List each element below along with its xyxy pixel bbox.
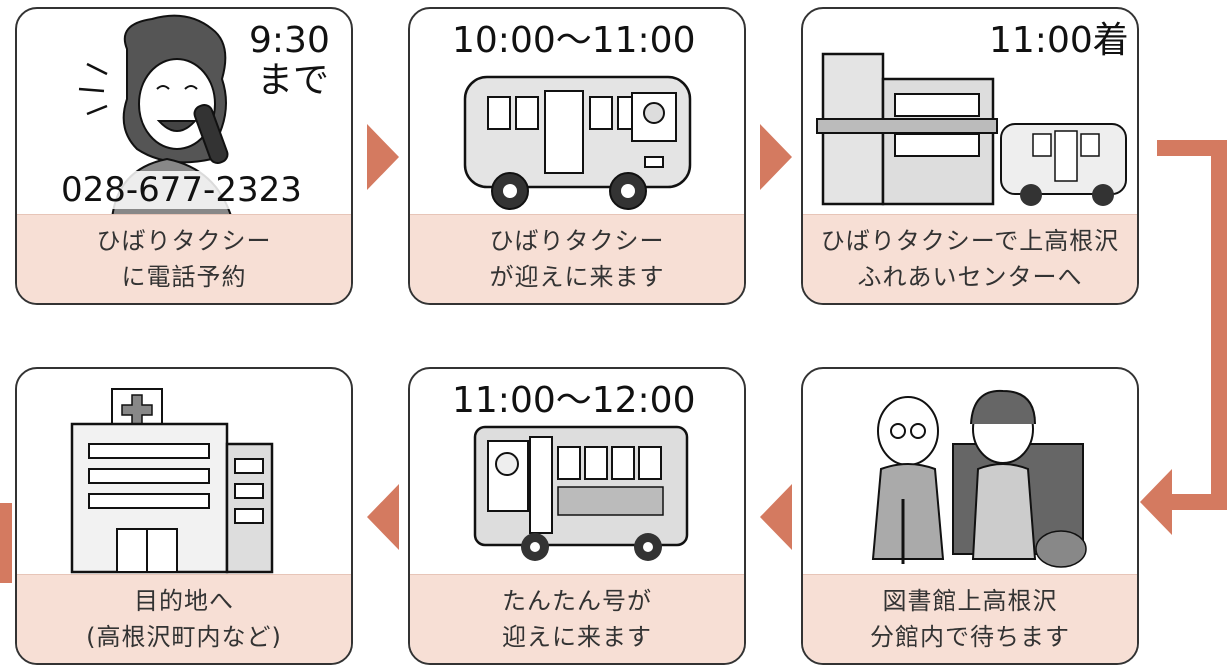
step-caption: ひばりタクシーで上高根沢 ふれあいセンターへ <box>803 214 1137 303</box>
caption-line-1: 目的地へ <box>134 587 234 615</box>
pickup-time-range: 10:00～11:00 <box>452 20 696 61</box>
arrow-left-icon <box>760 484 792 550</box>
caption-line-1: たんたん号が <box>502 587 652 615</box>
step-card-bus-pickup: 11:00～12:00 たんたん号が 迎えに来ます <box>408 367 746 665</box>
caption-line-2: 迎えに来ます <box>502 623 652 651</box>
bus-time-range: 11:00～12:00 <box>452 380 696 421</box>
step-card-arrival: 11:00着 ひばりタクシーで上高根沢 ふれあいセンターへ <box>801 7 1139 305</box>
arrow-right-icon <box>367 124 399 190</box>
taxi-illustration <box>410 9 744 219</box>
step-card-phone-reservation: 9:30 まで 028-677-2323 ひばりタクシー に電話予約 <box>15 7 353 305</box>
caption-line-2: ふれあいセンターへ <box>857 263 1083 291</box>
phone-number: 028-677-2323 <box>57 171 306 209</box>
building-and-taxi-illustration <box>803 9 1137 219</box>
caption-line-2: (高根沢町内など) <box>86 623 282 651</box>
arrow-left-icon <box>367 484 399 550</box>
reservation-deadline-suffix: まで <box>257 60 330 101</box>
step-caption: ひばりタクシー が迎えに来ます <box>410 214 744 303</box>
step-card-wait-at-library: 図書館上高根沢 分館内で待ちます <box>801 367 1139 665</box>
caption-line-1: ひばりタクシー <box>489 227 665 255</box>
step-card-destination: 目的地へ (高根沢町内など) <box>15 367 353 665</box>
hospital-illustration <box>17 369 351 579</box>
elderly-couple-illustration <box>803 369 1137 579</box>
connector-stub <box>0 503 12 583</box>
caption-line-2: が迎えに来ます <box>489 263 665 291</box>
arrival-time: 11:00着 <box>989 20 1129 61</box>
step-caption: 目的地へ (高根沢町内など) <box>17 574 351 663</box>
step-card-taxi-pickup: 10:00～11:00 ひばりタクシー が迎えに来ます <box>408 7 746 305</box>
connector-down-left-arrow-icon <box>1140 140 1227 560</box>
tantan-bus-illustration <box>410 369 744 579</box>
caption-line-1: ひばりタクシーで上高根沢 <box>820 227 1120 255</box>
arrow-right-icon <box>760 124 792 190</box>
caption-line-1: ひばりタクシー <box>96 227 272 255</box>
reservation-deadline-time: 9:30 <box>249 20 330 61</box>
step-caption: ひばりタクシー に電話予約 <box>17 214 351 303</box>
caption-line-2: に電話予約 <box>121 263 247 291</box>
caption-line-1: 図書館上高根沢 <box>882 587 1058 615</box>
step-caption: たんたん号が 迎えに来ます <box>410 574 744 663</box>
caption-line-2: 分館内で待ちます <box>870 623 1070 651</box>
step-caption: 図書館上高根沢 分館内で待ちます <box>803 574 1137 663</box>
